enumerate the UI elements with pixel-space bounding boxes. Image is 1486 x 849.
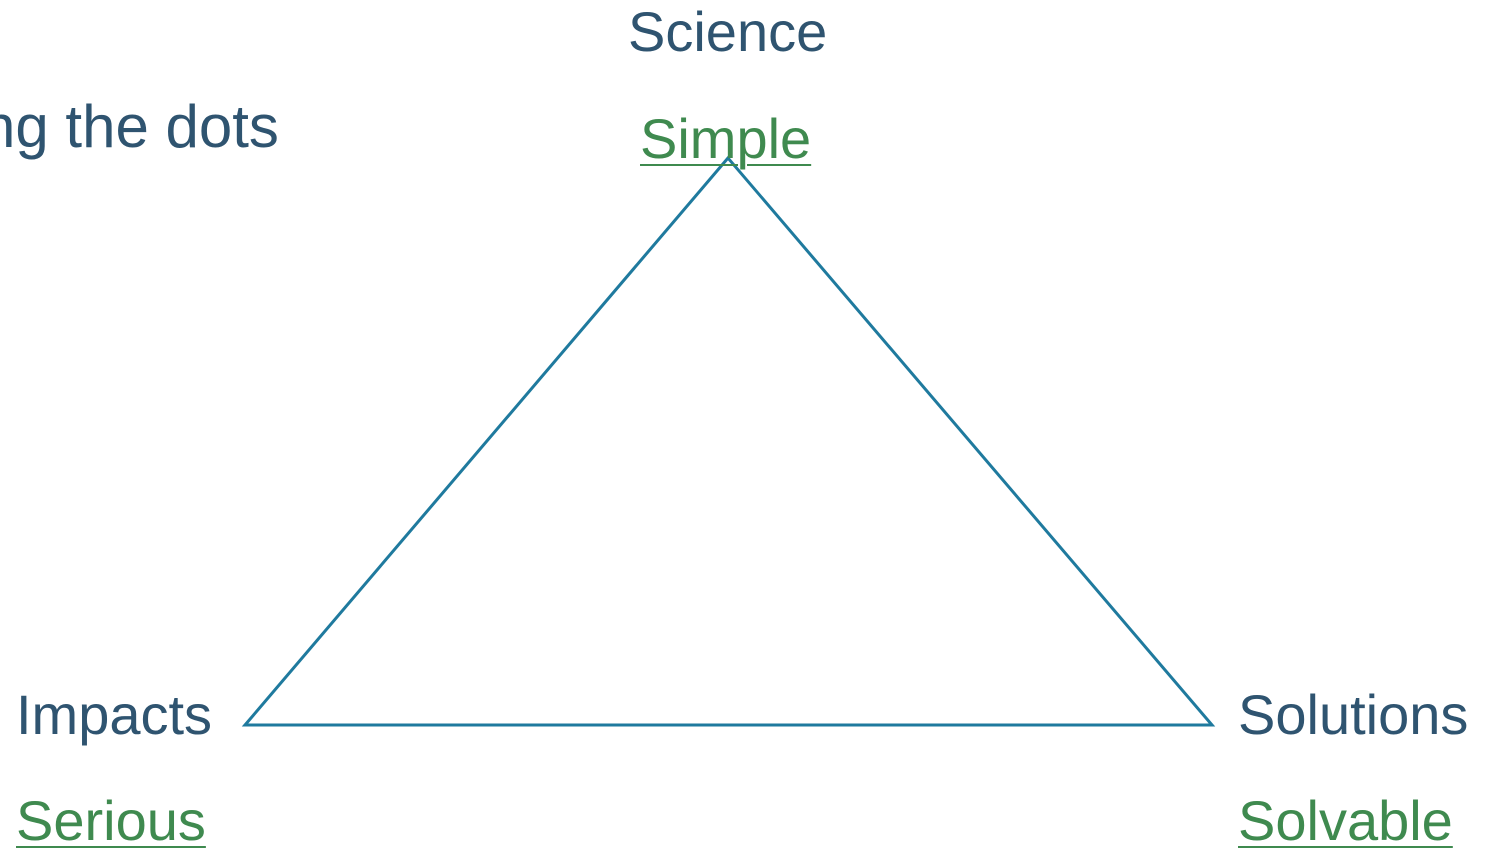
node-science-subtitle[interactable]: Simple: [640, 107, 812, 170]
node-impacts-subtitle[interactable]: Serious: [16, 789, 206, 849]
triangle-outline: [241, 155, 1216, 727]
node-science-title: Science: [628, 0, 828, 63]
node-solutions-title: Solutions: [1238, 683, 1469, 746]
node-solutions-subtitle[interactable]: Solvable: [1238, 789, 1453, 849]
node-impacts-title: Impacts: [16, 683, 213, 746]
slide-title: ng the dots: [0, 93, 279, 160]
